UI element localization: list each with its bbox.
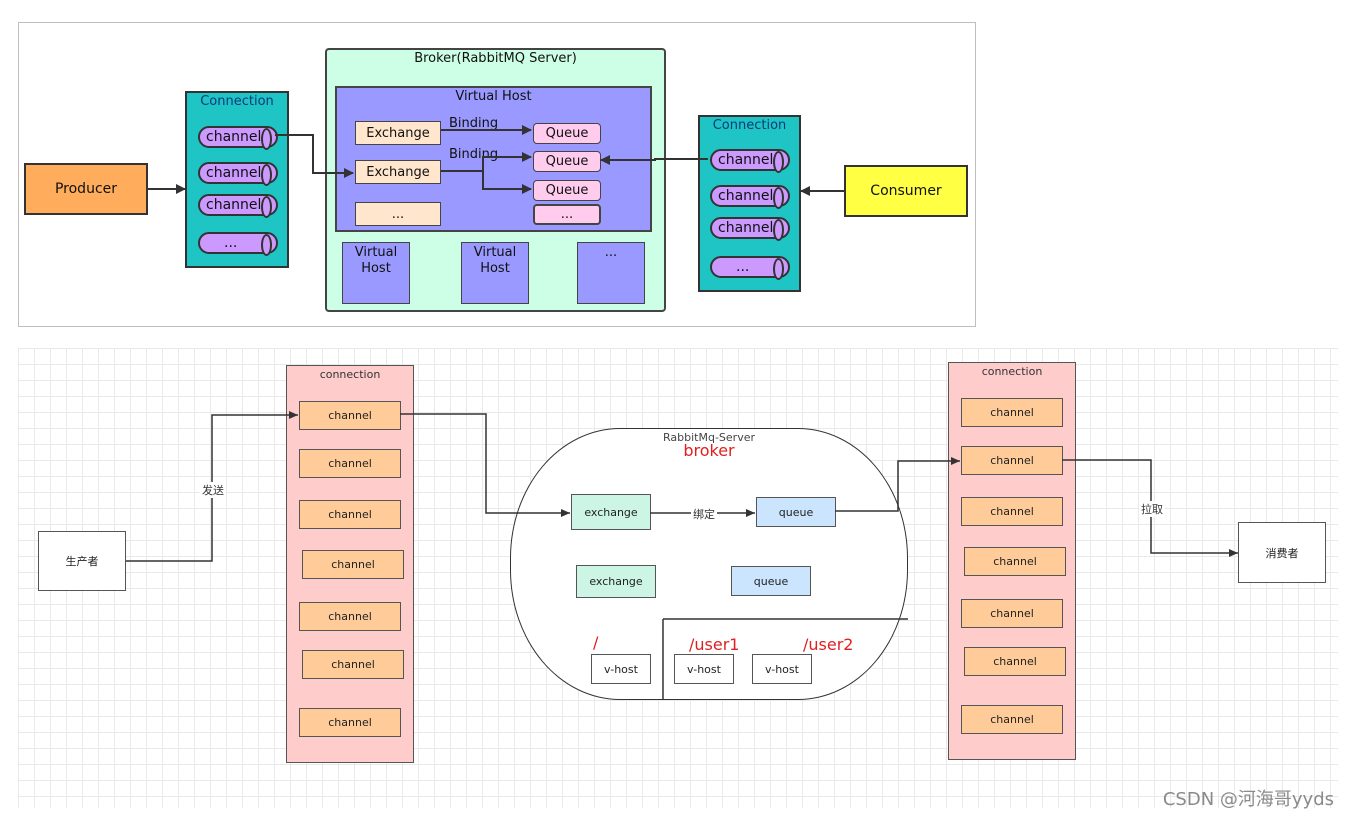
- exchange-box: exchange: [576, 565, 656, 598]
- channel-box: channel: [299, 401, 401, 430]
- channel-box: channel: [299, 602, 401, 631]
- channel-box: channel: [964, 547, 1066, 576]
- rabbitmq-architecture-diagram: Producer Connection channel channel chan…: [18, 22, 976, 327]
- queue-box: ...: [533, 204, 601, 225]
- binding-label: Binding: [449, 147, 499, 162]
- broker-title: RabbitMq-Server: [663, 431, 755, 444]
- producer-node: Producer: [24, 163, 148, 215]
- channel-pipe: channel: [710, 185, 790, 209]
- pull-label: 拉取: [1139, 501, 1165, 517]
- vhost-path-label: /user1: [689, 635, 740, 654]
- connection-right: connection channel channel channel chann…: [948, 362, 1076, 760]
- exchange-box: exchange: [571, 494, 651, 530]
- channel-box: channel: [299, 500, 401, 529]
- connection-title: connection: [319, 368, 381, 381]
- consumer-label: Consumer: [870, 183, 942, 199]
- consumer-node: 消费者: [1238, 522, 1326, 583]
- channel-pipe: channel: [198, 162, 278, 186]
- exchange-box: Exchange: [355, 160, 441, 184]
- channel-pipe: ...: [198, 232, 278, 256]
- connection-title: Connection: [200, 94, 274, 109]
- binding-label: Binding: [449, 116, 499, 131]
- channel-pipe: channel: [198, 194, 278, 218]
- channel-pipe: channel: [710, 149, 790, 173]
- send-label: 发送: [200, 482, 226, 498]
- channel-box: channel: [299, 449, 401, 478]
- channel-box: channel: [961, 599, 1063, 628]
- broker-container: Broker(RabbitMQ Server) Virtual Host Exc…: [325, 48, 666, 312]
- channel-box: channel: [299, 708, 401, 737]
- queue-box: queue: [756, 497, 836, 527]
- vhost-path-label: /user2: [803, 635, 854, 654]
- broker-title: Broker(RabbitMQ Server): [414, 51, 577, 66]
- watermark-text: CSDN @河海哥yyds: [1162, 789, 1334, 810]
- vhost-path-label: /: [593, 633, 599, 652]
- broker-subtitle: broker: [683, 441, 735, 460]
- exchange-box: ...: [355, 202, 441, 226]
- virtual-host-mini: ...: [577, 242, 645, 304]
- queue-box: queue: [731, 566, 811, 596]
- exchange-box: Exchange: [355, 121, 441, 145]
- channel-box: channel: [961, 398, 1063, 427]
- virtual-host-mini: Virtual Host: [461, 242, 529, 304]
- channel-pipe: channel: [198, 126, 278, 150]
- channel-pipe: channel: [710, 217, 790, 241]
- connection-left: connection channel channel channel chann…: [286, 365, 414, 763]
- connection-right: Connection channel channel channel ...: [698, 115, 801, 292]
- queue-box: Queue: [533, 151, 601, 172]
- bind-label: 绑定: [691, 506, 717, 522]
- producer-node: 生产者: [38, 531, 126, 591]
- connection-title: connection: [981, 365, 1043, 378]
- producer-label: 生产者: [65, 555, 99, 568]
- channel-box: channel: [961, 705, 1063, 734]
- vhost-box: v-host: [591, 654, 651, 684]
- consumer-node: Consumer: [844, 165, 968, 217]
- virtual-host-mini: Virtual Host: [342, 242, 410, 304]
- channel-pipe: ...: [710, 256, 790, 280]
- producer-label: Producer: [54, 181, 118, 197]
- channel-box: channel: [302, 550, 404, 579]
- consumer-label: 消费者: [1265, 546, 1299, 560]
- queue-box: Queue: [533, 180, 601, 201]
- queue-box: Queue: [533, 123, 601, 144]
- vhost-box: v-host: [674, 654, 734, 684]
- channel-box: channel: [964, 647, 1066, 676]
- virtual-host-main: Virtual Host Exchange Exchange ... Bindi…: [335, 86, 652, 232]
- channel-box: channel: [961, 446, 1063, 475]
- vhost-box: v-host: [752, 654, 812, 684]
- channel-box: channel: [302, 650, 404, 679]
- virtual-host-title: Virtual Host: [455, 89, 532, 104]
- rabbitmq-flow-diagram: 生产者 connection channel channel channel c…: [18, 348, 1338, 808]
- channel-box: channel: [961, 497, 1063, 526]
- connection-title: Connection: [712, 118, 787, 133]
- broker-container: RabbitMq-Server broker exchange queue ex…: [510, 428, 908, 700]
- connection-left: Connection channel channel channel ...: [185, 91, 289, 268]
